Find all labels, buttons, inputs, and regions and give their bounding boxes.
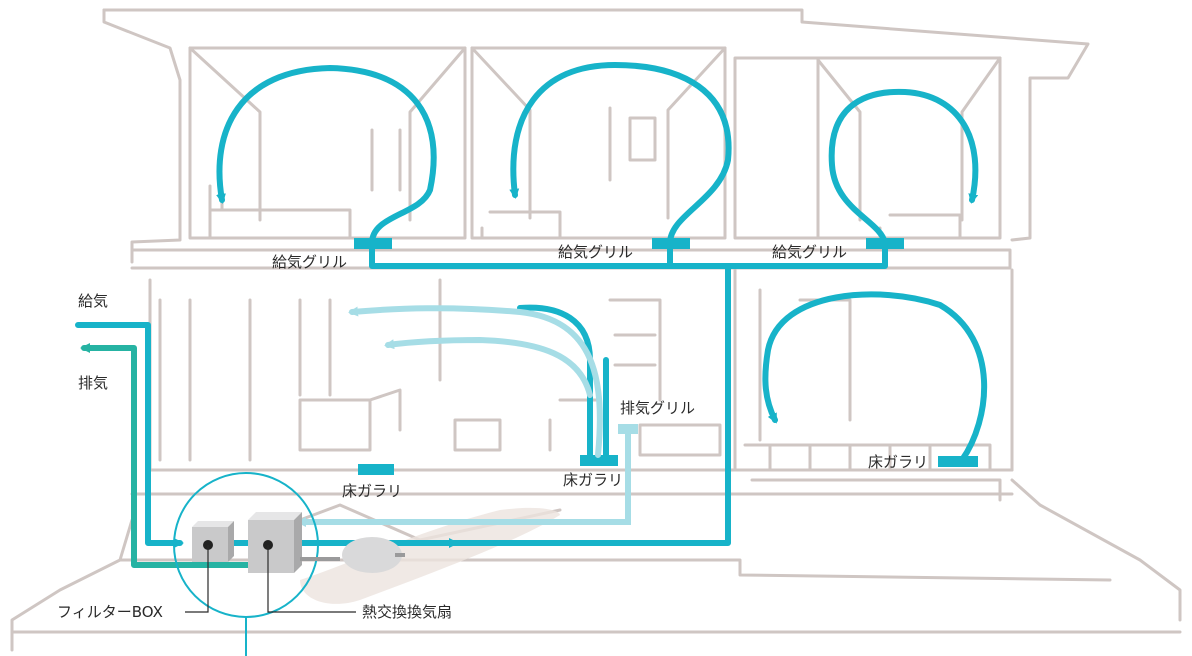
filter-box: [192, 521, 234, 562]
label-leaders: [185, 545, 356, 613]
supply-grill-3-bar: [866, 238, 904, 249]
heat-exchange-fan: [248, 512, 302, 573]
exhaust-duct: [80, 343, 251, 568]
label-filter-box: フィルターBOX: [57, 603, 163, 621]
floor-gallery-right-bar: [938, 456, 978, 467]
label-heat-exchange-fan: 熱交換換気扇: [362, 603, 452, 621]
floor-gallery-left-bar: [358, 464, 394, 475]
supply-grill-1-bar: [354, 238, 392, 249]
label-floor-gallery-left: 床ガラリ: [342, 482, 402, 500]
label-supply-grill-1: 給気グリル: [272, 253, 347, 271]
units: [173, 472, 405, 656]
label-floor-gallery-right: 床ガラリ: [868, 453, 928, 471]
floor-gallery-center-bar: [580, 455, 618, 466]
label-supply-grill-3: 給気グリル: [772, 243, 847, 261]
indoor-airflow-light: [296, 305, 631, 527]
house-outline: [10, 8, 1182, 652]
label-supply-grill-2: 給気グリル: [558, 243, 633, 261]
supply-grill-2-bar: [652, 238, 690, 249]
label-exhaust-air: 排気: [78, 374, 108, 392]
label-exhaust-grill: 排気グリル: [620, 399, 695, 417]
exhaust-grill-bar: [618, 424, 638, 434]
label-supply-air: 給気: [78, 292, 108, 310]
floor-swoosh: [300, 507, 560, 604]
supply-grills: [354, 238, 978, 475]
label-floor-gallery-center: 床ガラリ: [563, 471, 623, 489]
